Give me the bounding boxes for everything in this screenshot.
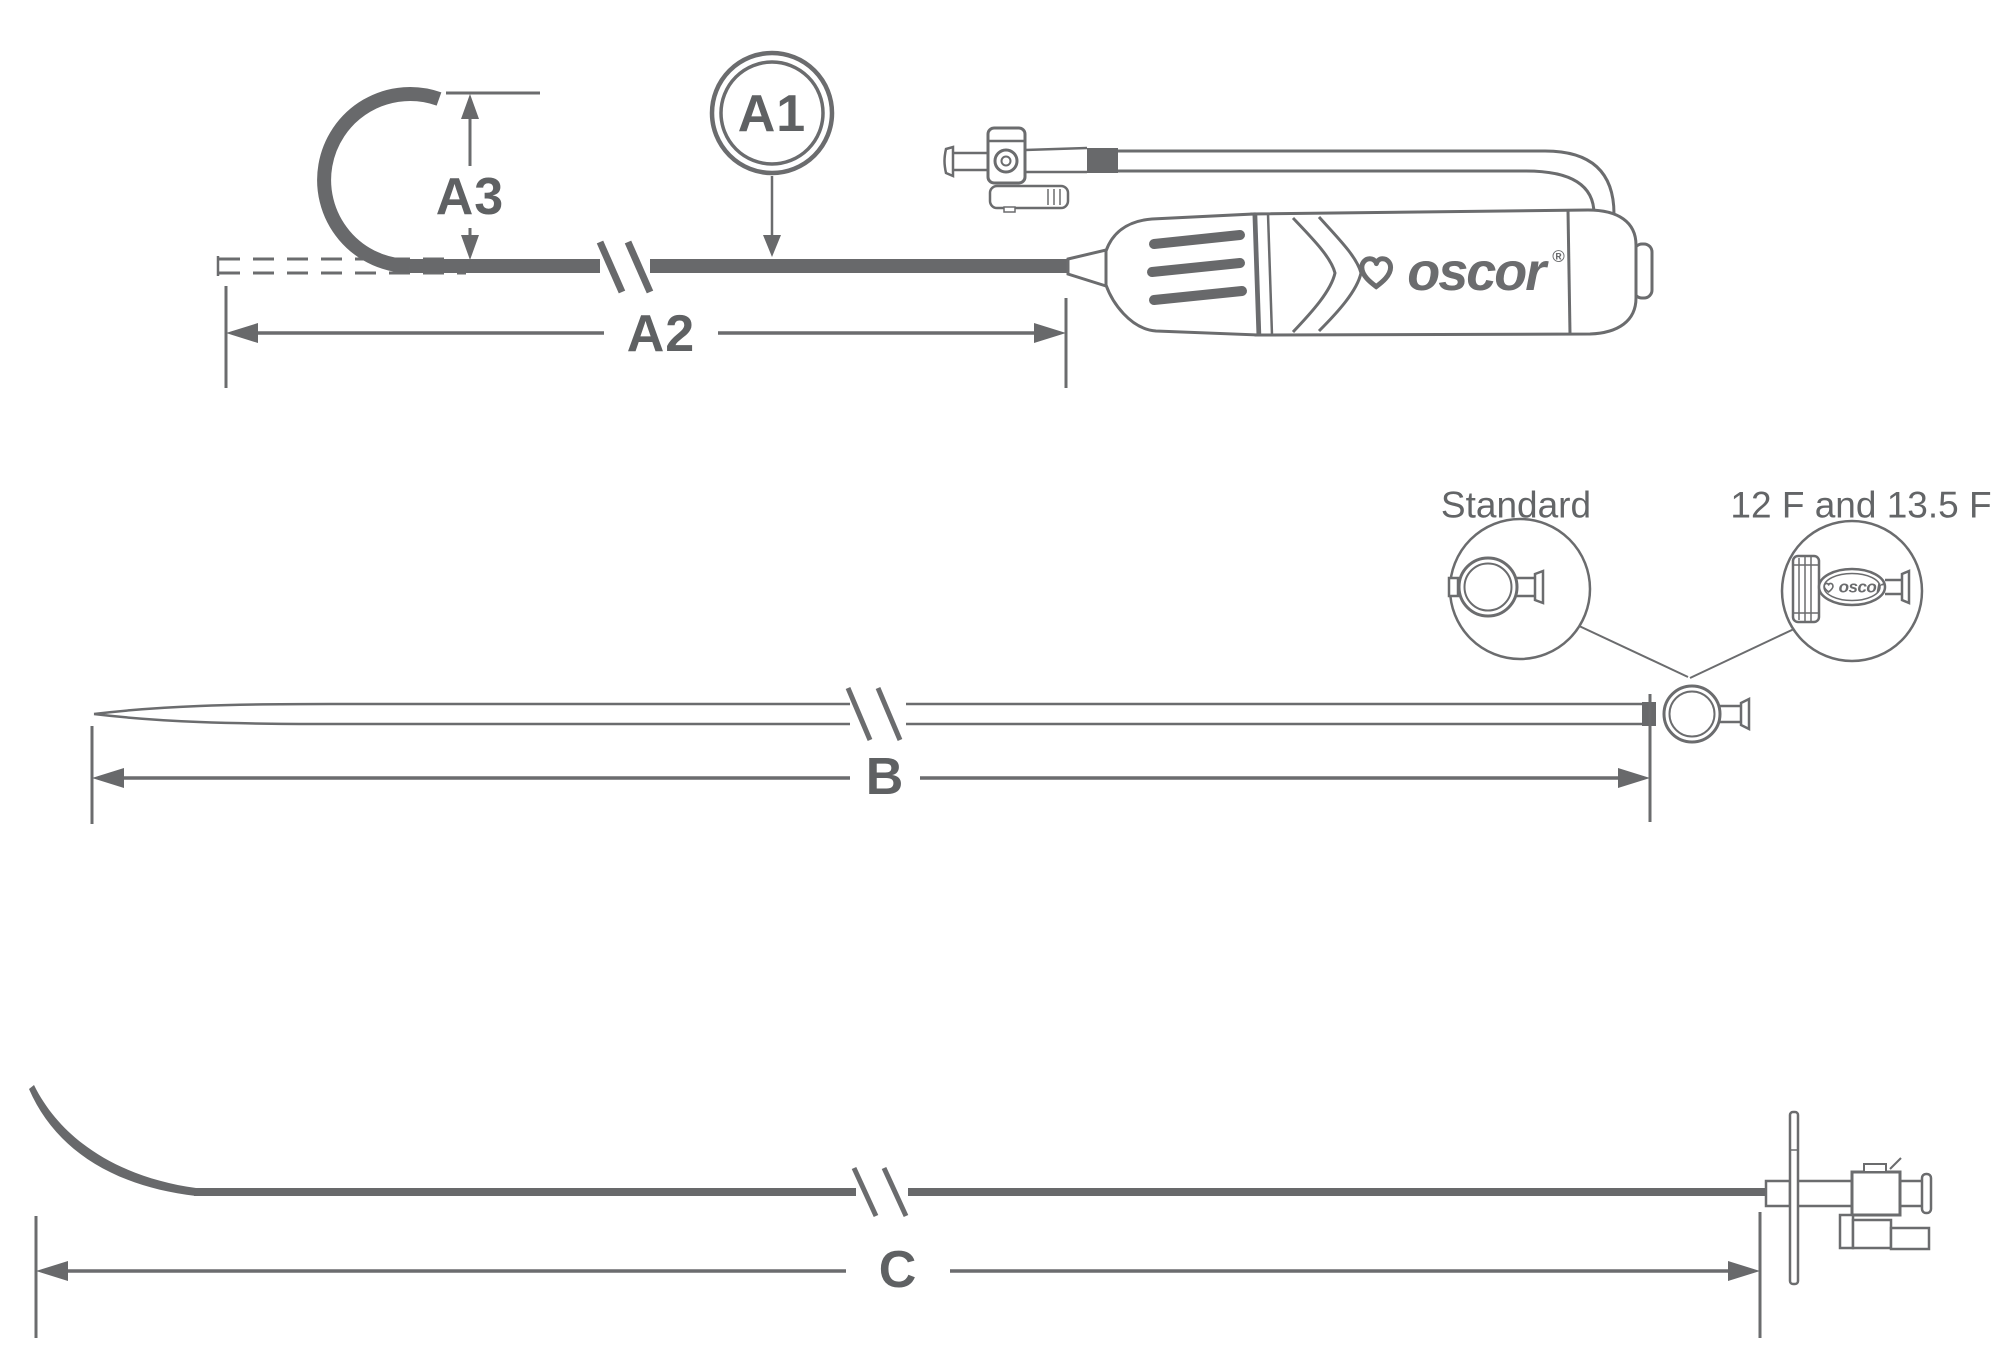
valve-luer-cap	[1920, 1172, 1933, 1215]
hub-brand-logo: oscor	[1822, 579, 1883, 596]
dilator-break-mark	[845, 687, 903, 741]
callout-leader-left	[1576, 624, 1689, 678]
tube-sleeve	[1087, 148, 1118, 173]
knurled-collar	[1791, 554, 1821, 624]
handle-chevron-1	[1291, 216, 1337, 334]
handle-grip	[1104, 212, 1260, 337]
a1-callout-badge	[709, 50, 835, 257]
a2-dimension-label: A2	[626, 305, 696, 363]
valve-top-tab	[1863, 1163, 1887, 1173]
side-port-a	[1838, 1213, 1855, 1250]
c-arrowhead-left	[36, 1261, 68, 1281]
dilator-figure	[90, 517, 1924, 824]
flush-tube	[1118, 149, 1616, 215]
dilator-hub	[1642, 684, 1751, 744]
steerable-sheath-figure	[216, 50, 1654, 388]
hub-callouts	[1447, 517, 1924, 679]
a3-arrowhead-down	[461, 235, 479, 260]
sized-hub-label: 12 F and 13.5 F	[1730, 484, 1992, 526]
handle-brand-text: oscor	[1407, 242, 1546, 302]
a3-dimension-label: A3	[435, 168, 505, 226]
strain-relief-cone	[1066, 248, 1108, 289]
c-dimension	[34, 1212, 1762, 1338]
heart-icon	[1359, 256, 1394, 290]
dilator-shaft-outline	[93, 702, 1646, 726]
standard-hub-label: Standard	[1440, 484, 1592, 526]
a1-callout-label: A1	[737, 85, 807, 143]
stopcock	[943, 126, 1118, 213]
b-arrowhead-left	[92, 768, 124, 788]
b-dimension-label: B	[865, 748, 905, 806]
handle-brand-logo: oscor ®	[1353, 245, 1565, 299]
standard-hub-detail	[1447, 556, 1545, 618]
b-arrowhead-right	[1618, 768, 1650, 788]
rotating-disc	[1788, 1110, 1800, 1286]
c-dimension-label: C	[878, 1241, 918, 1299]
handle-ring-1	[1254, 213, 1262, 336]
hub-step-connector	[1764, 1179, 1792, 1208]
heart-icon	[1823, 582, 1834, 593]
a2-arrowhead-right	[1034, 323, 1066, 343]
sheath-curved-tip	[29, 1085, 196, 1196]
side-port-b	[1851, 1218, 1893, 1250]
stopcock-left-luer	[943, 145, 955, 178]
a2-dimension	[224, 286, 1068, 388]
callout-leader-right	[1689, 628, 1795, 679]
break-mark	[596, 240, 654, 294]
sheath-hub-assembly	[1764, 1110, 1933, 1286]
dilator-hub-luer	[1720, 696, 1751, 732]
sized-hub-detail	[1791, 554, 1911, 624]
stopcock-lever	[988, 184, 1070, 210]
a3-arrowhead-up	[461, 94, 479, 119]
a3-dimension	[446, 91, 540, 260]
guiding-sheath-figure	[29, 1085, 1933, 1338]
stopcock-right-barrel	[1024, 146, 1088, 174]
c-arrowhead-right	[1728, 1261, 1760, 1281]
b-dimension	[90, 694, 1652, 824]
hub-brand-text: oscor	[1838, 577, 1883, 597]
valve-body	[1850, 1170, 1902, 1217]
handle-body	[1250, 208, 1638, 337]
curved-tip	[317, 87, 442, 273]
handle-cap-seam	[1566, 209, 1572, 335]
side-port-c	[1889, 1226, 1931, 1251]
grip-slots	[1147, 230, 1247, 305]
sheath-break-mark	[851, 1166, 909, 1218]
handle-ring-2	[1266, 213, 1274, 336]
steering-handle	[1066, 208, 1654, 337]
registered-mark: ®	[1552, 247, 1565, 266]
a2-arrowhead-left	[226, 323, 258, 343]
a1-arrowhead	[763, 235, 781, 257]
